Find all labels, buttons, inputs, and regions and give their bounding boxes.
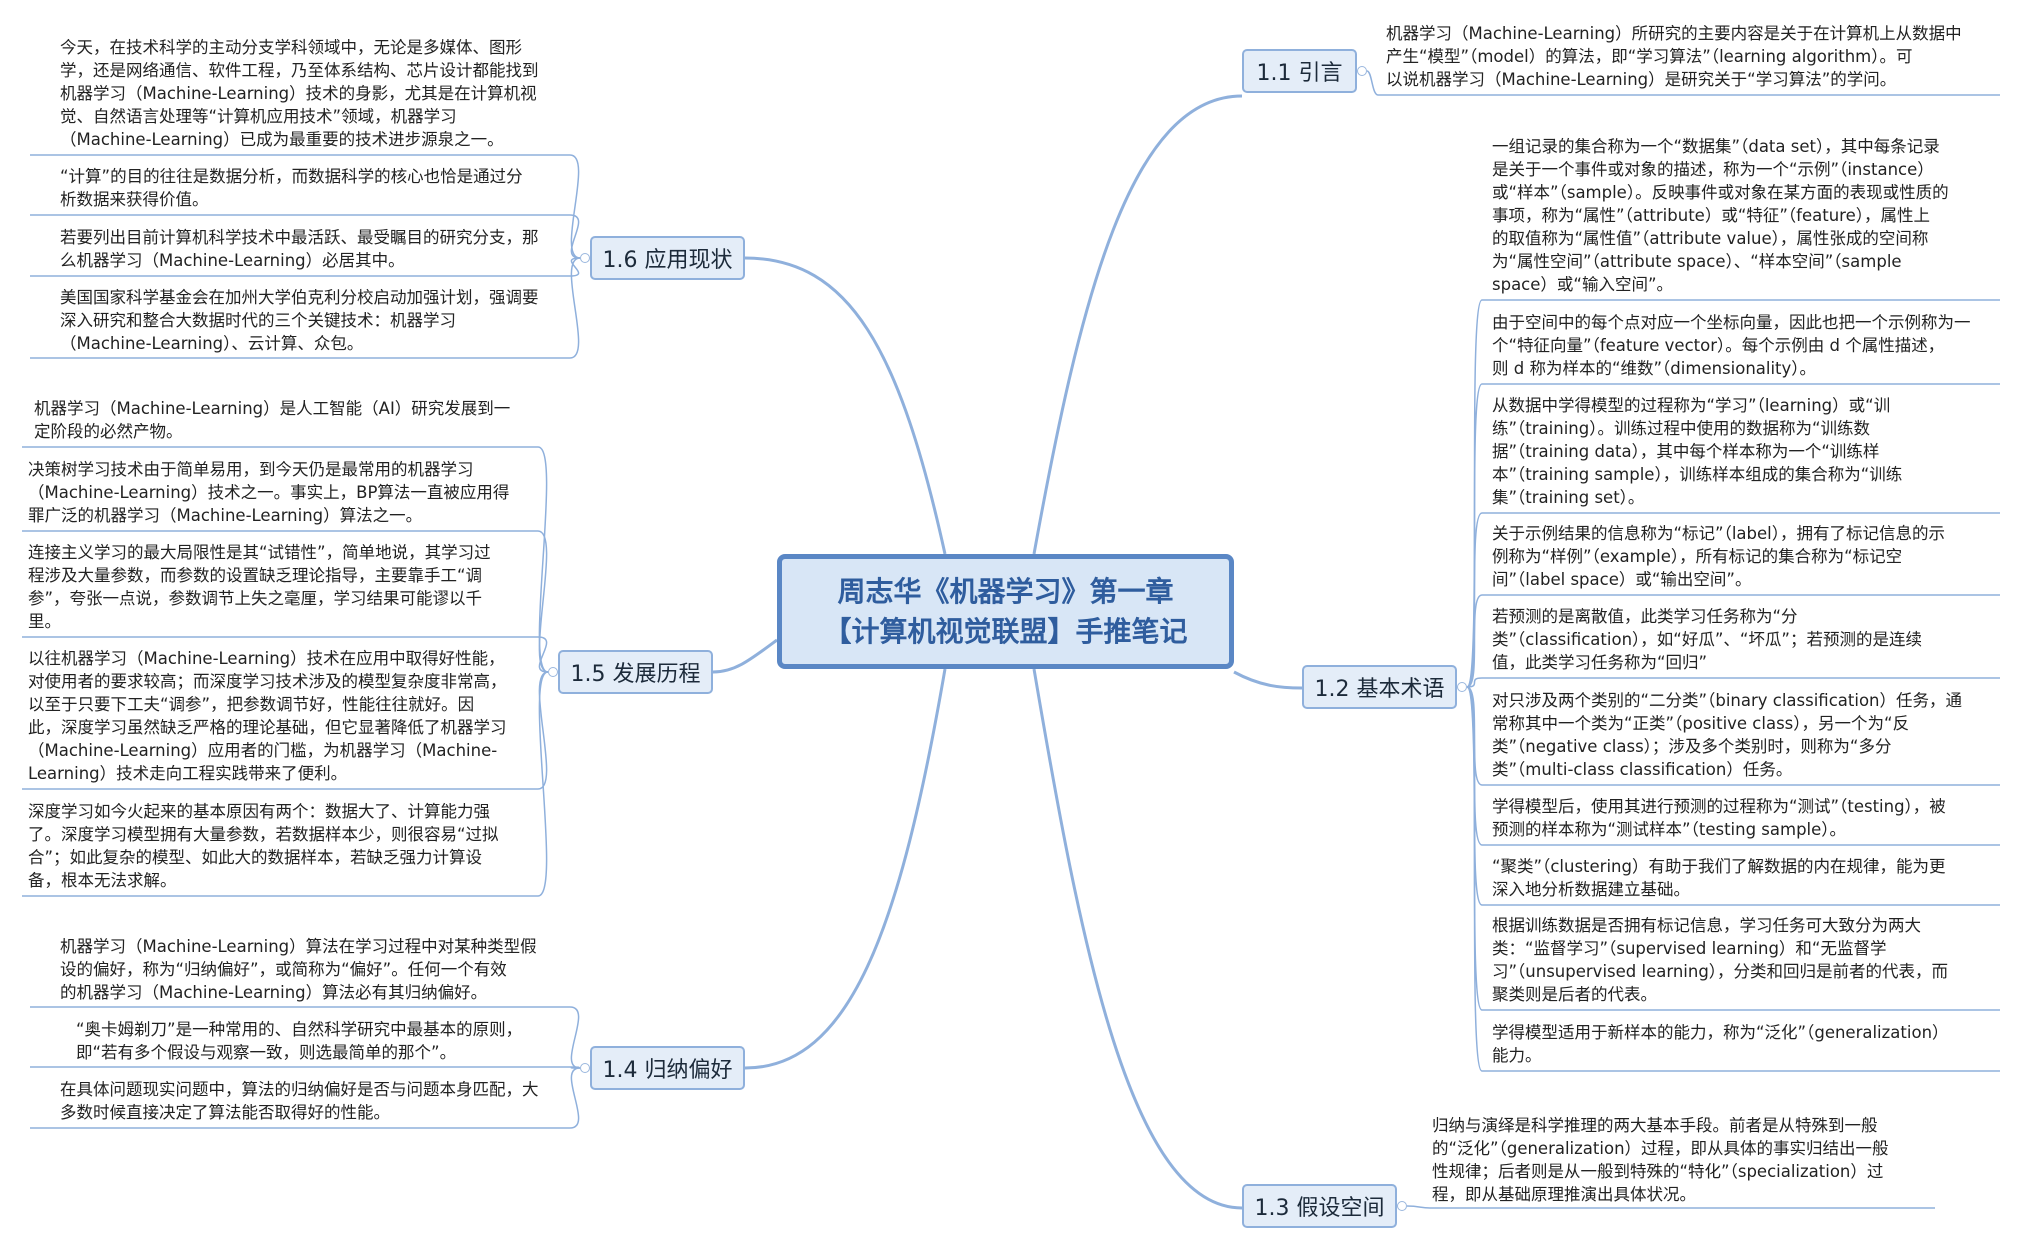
- note-1-5-ai-product: 机器学习（Machine-Learning）是人工智能（AI）研究发展到一 定阶…: [34, 399, 511, 441]
- connector-central-to-1-1: [1032, 94, 1243, 555]
- note-1-2-classification: 若预测的是离散值，此类学习任务称为“分 类”（classification），如…: [1492, 607, 1922, 672]
- note-1-1-definition: 机器学习（Machine-Learning）所研究的主要内容是关于在计算机上从数…: [1386, 24, 1962, 89]
- group-1-4-link-1: [569, 1006, 581, 1069]
- note-1-6-most-active: 若要列出目前计算机科学技术中最活跃、最受瞩目的研究分支，那 么机器学习（Mach…: [60, 228, 539, 270]
- note-1-3-induction-deduction: 归纳与演绎是科学推理的两大基本手段。前者是从特殊到一般 的“泛化”（genera…: [1432, 1116, 1889, 1204]
- central-topic[interactable]: 周志华《机器学习》第一章 【计算机视觉联盟】手推笔记: [777, 554, 1234, 669]
- group-1-1-link-1: [1366, 70, 1379, 96]
- group-1-6-link-2: [569, 214, 581, 259]
- note-1-5-reasons: 深度学习如今火起来的基本原因有两个：数据大了、计算能力强 了。深度学习模型拥有大…: [28, 802, 499, 890]
- topic-1-4-inductive-bias[interactable]: 1.4 归纳偏好: [590, 1046, 745, 1090]
- group-1-4-link-3: [569, 1067, 581, 1129]
- note-1-6-computation: “计算”的目的往往是数据分析，而数据科学的核心也恰是通过分 析数据来获得价值。: [60, 167, 523, 209]
- group-1-4-link-2: [569, 1066, 581, 1069]
- group-1-3-link-1: [1406, 1205, 1431, 1209]
- note-1-2-training: 从数据中学得模型的过程称为“学习”（learning）或“训 练”（traini…: [1492, 396, 1903, 507]
- group-1-2-link-3: [1466, 512, 1483, 688]
- note-1-4-match: 在具体问题现实问题中，算法的归纳偏好是否与问题本身匹配，大 多数时候直接决定了算…: [60, 1080, 539, 1122]
- collapse-toggle-icon[interactable]: [580, 1063, 590, 1073]
- group-1-5-link-2: [537, 530, 549, 673]
- collapse-toggle-icon[interactable]: [1357, 66, 1367, 76]
- topic-1-2-basic-terms[interactable]: 1.2 基本术语: [1302, 665, 1457, 709]
- note-1-2-generalization: 学得模型适用于新样本的能力，称为“泛化”（generalization） 能力。: [1492, 1023, 1949, 1065]
- connector-central-to-1-5: [712, 638, 778, 674]
- connector-central-to-1-6: [744, 256, 947, 555]
- note-1-2-testing: 学得模型后，使用其进行预测的过程称为“测试”（testing），被 预测的样本称…: [1492, 797, 1946, 839]
- group-1-2-link-4: [1466, 594, 1483, 688]
- connector-central-to-1-4: [744, 668, 947, 1070]
- note-1-2-binary-class: 对只涉及两个类别的“二分类”（binary classification）任务，…: [1492, 691, 1962, 779]
- group-1-6-link-1: [569, 154, 581, 259]
- group-1-2-link-10: [1466, 686, 1483, 1072]
- note-1-2-supervised: 根据训练数据是否拥有标记信息，学习任务可大致分为两大 类：“监督学习”（supe…: [1492, 916, 1949, 1004]
- note-1-4-occam-razor: “奥卡姆剃刀”是一种常用的、自然科学研究中最基本的原则， 即“若有多个假设与观察…: [76, 1020, 523, 1062]
- collapse-toggle-icon[interactable]: [1397, 1201, 1407, 1211]
- central-title-line1: 周志华《机器学习》第一章: [837, 574, 1174, 608]
- note-1-4-inductive-bias: 机器学习（Machine-Learning）算法在学习过程中对某种类型假 设的偏…: [60, 937, 537, 1002]
- note-1-2-dataset: 一组记录的集合称为一个“数据集”（data set），其中每条记录 是关于一个事…: [1492, 137, 1949, 294]
- collapse-toggle-icon[interactable]: [548, 667, 558, 677]
- group-1-5-link-3: [537, 636, 549, 673]
- group-1-6-link-4: [569, 257, 581, 359]
- connector-central-to-1-2: [1233, 670, 1303, 690]
- note-1-5-deep-learning: 以往机器学习（Machine-Learning）技术在应用中取得好性能， 对使用…: [28, 649, 507, 783]
- topic-1-5-development-history[interactable]: 1.5 发展历程: [558, 650, 713, 694]
- collapse-toggle-icon[interactable]: [1457, 682, 1467, 692]
- collapse-toggle-icon[interactable]: [580, 253, 590, 263]
- topic-1-6-application-status[interactable]: 1.6 应用现状: [590, 236, 745, 280]
- note-1-2-feature-vector: 由于空间中的每个点对应一个坐标向量，因此也把一个示例称为一 个“特征向量”（fe…: [1492, 313, 1971, 378]
- group-1-2-link-5: [1466, 677, 1483, 688]
- note-1-2-label: 关于示例结果的信息称为“标记”（label），拥有了标记信息的示 例称为“样例”…: [1492, 524, 1946, 589]
- note-1-5-connectionism: 连接主义学习的最大局限性是其“试错性”，简单地说，其学习过 程涉及大量参数，而参…: [28, 543, 491, 631]
- group-1-5-link-1: [537, 446, 549, 673]
- note-1-2-clustering: “聚类”（clustering）有助于我们了解数据的内在规律，能为更 深入地分析…: [1492, 857, 1946, 899]
- group-1-6-link-3: [569, 257, 581, 277]
- note-1-6-applications: 今天，在技术科学的主动分支学科领域中，无论是多媒体、图形 学，还是网络通信、软件…: [60, 38, 539, 149]
- note-1-5-decision-tree: 决策树学习技术由于简单易用，到今天仍是最常用的机器学习 （Machine-Lea…: [28, 460, 510, 525]
- group-1-5-link-4: [537, 671, 549, 790]
- note-1-6-nsf: 美国国家科学基金会在加州大学伯克利分校启动加强计划，强调要 深入研究和整合大数据…: [60, 288, 539, 353]
- group-1-2-link-2: [1466, 383, 1483, 688]
- topic-1-3-hypothesis-space[interactable]: 1.3 假设空间: [1242, 1184, 1397, 1228]
- topic-1-1-introduction[interactable]: 1.1 引言: [1242, 49, 1357, 93]
- group-1-5-link-5: [537, 671, 549, 897]
- central-title-line2: 【计算机视觉联盟】手推笔记: [823, 614, 1188, 648]
- connector-central-to-1-3: [1032, 668, 1243, 1210]
